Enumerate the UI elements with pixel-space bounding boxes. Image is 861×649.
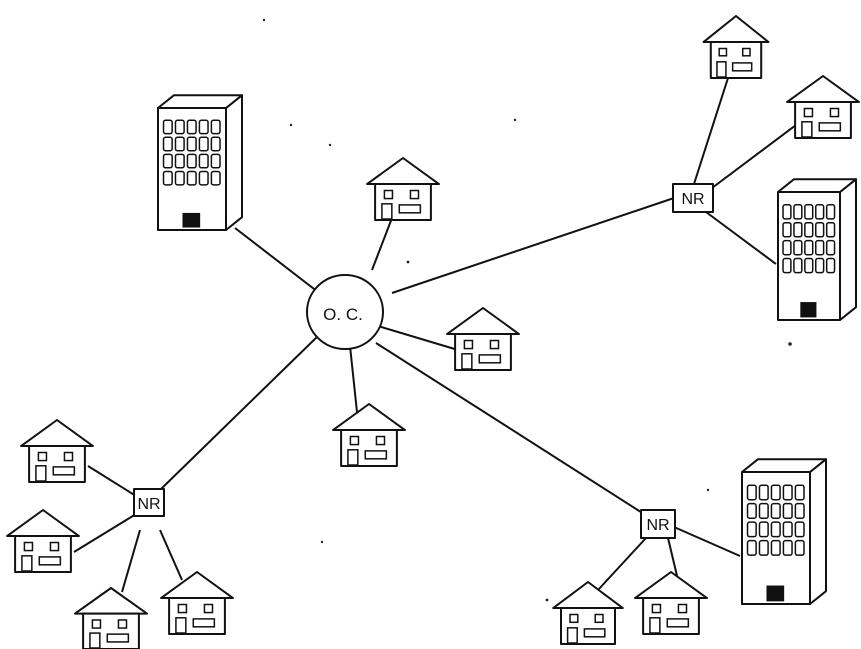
router-box — [133, 488, 165, 517]
link-nr-right-house1 — [693, 77, 729, 185]
link-oc-nr-right — [391, 197, 675, 294]
link-nr-br-tower — [673, 526, 741, 557]
scan-specks — [262, 18, 792, 602]
network-router-right: NR — [672, 183, 714, 213]
central-office-circle — [306, 274, 384, 350]
house-icon — [786, 75, 860, 139]
house-icon — [702, 15, 770, 79]
house-icon — [20, 419, 94, 484]
house-icon — [634, 571, 708, 635]
office-building-icon — [157, 94, 243, 231]
central-office: O. C. — [306, 274, 384, 350]
house-icon — [160, 571, 234, 635]
house-icon — [74, 587, 148, 649]
router-label: NR — [646, 517, 669, 534]
buildings — [6, 15, 860, 649]
link-oc-house-top — [371, 217, 393, 271]
link-nr-left-house3 — [121, 529, 141, 593]
link-oc-house-bottom — [349, 345, 358, 413]
router-box — [672, 183, 714, 213]
connection-lines — [73, 77, 801, 593]
speck — [289, 123, 293, 127]
link-nr-br-house1 — [597, 537, 647, 591]
speck — [513, 118, 517, 122]
office-building-icon — [777, 178, 857, 321]
link-oc-house-right — [377, 325, 459, 351]
link-nr-left-house1 — [87, 465, 137, 497]
house-icon — [6, 509, 80, 573]
house-icon — [332, 403, 406, 468]
speck — [788, 342, 792, 346]
house-icon — [366, 157, 440, 221]
speck — [320, 540, 324, 544]
link-oc-nr-bottom-right — [375, 342, 645, 515]
house-icon — [446, 307, 520, 372]
speck — [406, 260, 410, 264]
link-oc-nr-left — [159, 335, 319, 491]
link-nr-right-house2 — [711, 121, 801, 189]
house-icon — [552, 581, 624, 645]
speck — [262, 18, 266, 22]
network-router-bottom-right: NR — [640, 509, 676, 539]
router-box — [640, 509, 676, 539]
speck — [328, 143, 332, 147]
link-nr-right-tower — [705, 211, 777, 265]
link-oc-tower-left — [234, 227, 319, 293]
central-office-label: O. C. — [323, 305, 363, 324]
speck — [706, 488, 710, 492]
speck — [545, 598, 549, 602]
link-nr-br-house2 — [667, 537, 679, 581]
office-building-icon — [741, 458, 827, 605]
link-nr-left-house2 — [73, 513, 137, 553]
router-label: NR — [137, 496, 160, 513]
router-label: NR — [681, 191, 704, 208]
network-router-left: NR — [133, 488, 165, 517]
link-nr-left-house4 — [159, 529, 183, 581]
